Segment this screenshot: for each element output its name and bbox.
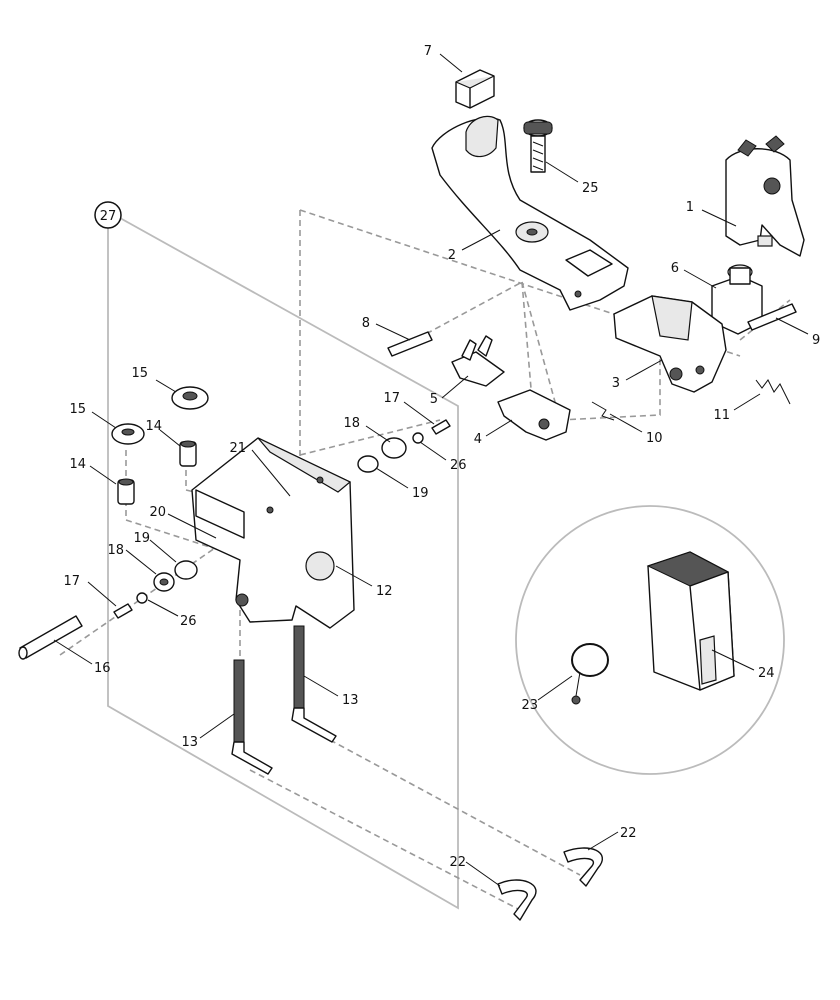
part-5-slider xyxy=(451,335,505,387)
callout-22-left: 22 xyxy=(449,855,466,870)
callout-13-right: 13 xyxy=(342,693,359,708)
part-1-handle xyxy=(725,135,805,257)
callout-2: 2 xyxy=(448,248,456,263)
part-7-clip xyxy=(455,69,495,109)
part-13-spring-rod-b xyxy=(291,625,337,743)
callout-19-right: 19 xyxy=(412,486,429,501)
part-24-battery xyxy=(646,551,735,691)
callout-18-right: 18 xyxy=(343,416,360,431)
callout-5: 5 xyxy=(430,392,438,407)
part-16-long-pin xyxy=(18,615,83,660)
callout-9: 9 xyxy=(812,333,820,348)
part-26-washer-right xyxy=(412,432,424,444)
callout-17-left: 17 xyxy=(63,574,80,589)
callout-12: 12 xyxy=(376,584,393,599)
part-3-bracket xyxy=(613,295,727,393)
part-23-ring xyxy=(571,643,609,705)
frame-label-text: 27 xyxy=(100,209,117,224)
part-17-screw-right xyxy=(431,419,451,435)
callout-10: 10 xyxy=(646,431,663,446)
callout-14-a: 14 xyxy=(145,419,162,434)
callout-20: 20 xyxy=(149,505,166,520)
callout-8: 8 xyxy=(362,316,370,331)
part-13-spring-rod-a xyxy=(231,659,273,775)
callout-24: 24 xyxy=(758,666,775,681)
callout-numbers: 7 25 1 2 6 8 9 3 11 5 10 4 17 18 26 19 2… xyxy=(63,44,820,870)
callout-1: 1 xyxy=(686,200,694,215)
callout-26-left: 26 xyxy=(180,614,197,629)
part-4-latch xyxy=(497,389,571,441)
part-8-pin xyxy=(387,331,433,357)
part-18-washer-left xyxy=(153,572,175,592)
callout-16: 16 xyxy=(94,661,111,676)
part-22-clip-b xyxy=(563,847,604,887)
part-26-washer-left xyxy=(136,592,148,604)
main-housing xyxy=(191,437,355,629)
detail-circle xyxy=(515,505,785,775)
callout-25: 25 xyxy=(582,181,599,196)
callout-22-right: 22 xyxy=(620,826,637,841)
part-14-insert-b xyxy=(117,478,135,505)
callout-14-b: 14 xyxy=(69,457,86,472)
callout-21: 21 xyxy=(229,441,246,456)
callout-15-b: 15 xyxy=(69,402,86,417)
part-10-pin xyxy=(591,401,615,421)
part-18-washer-right xyxy=(381,437,407,459)
callout-leaders xyxy=(53,53,809,887)
part-14-insert-a xyxy=(179,440,197,467)
part-15-bushing-b xyxy=(111,423,145,445)
part-2-main-arm xyxy=(431,115,629,311)
callout-7: 7 xyxy=(424,44,432,59)
part-19-ring-right xyxy=(357,455,379,473)
part-22-clip-a xyxy=(497,879,537,921)
callout-3: 3 xyxy=(612,376,620,391)
callout-23: 23 xyxy=(521,698,538,713)
part-25-screw xyxy=(523,119,553,173)
callout-13-left: 13 xyxy=(181,735,198,750)
callout-19-left: 19 xyxy=(133,531,150,546)
callout-26-right: 26 xyxy=(450,458,467,473)
callout-4: 4 xyxy=(474,432,482,447)
part-17-screw-left xyxy=(113,603,133,619)
callout-18-left: 18 xyxy=(107,543,124,558)
callout-6: 6 xyxy=(671,261,679,276)
part-9-pin xyxy=(747,303,797,331)
callout-15-a: 15 xyxy=(131,366,148,381)
assembly-frame xyxy=(107,217,459,910)
callout-17-right: 17 xyxy=(383,391,400,406)
frame-label-27: 27 xyxy=(94,201,122,229)
part-15-bushing-a xyxy=(171,386,209,410)
callout-11: 11 xyxy=(713,408,730,423)
part-11-spring xyxy=(755,379,791,405)
part-19-ring-left xyxy=(174,560,198,580)
